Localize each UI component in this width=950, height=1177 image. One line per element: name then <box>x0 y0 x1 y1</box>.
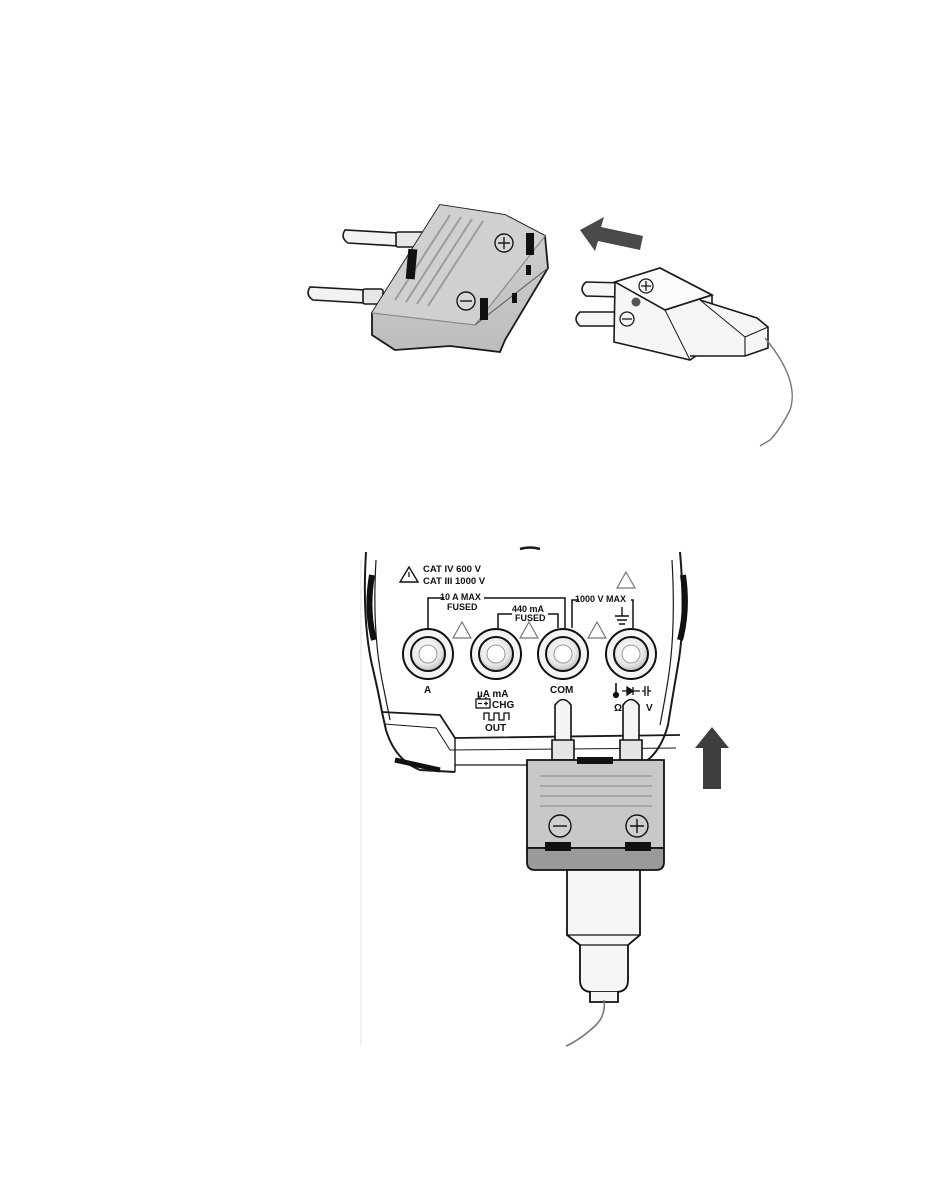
adapter-plus-icon <box>495 234 513 252</box>
thermocouple-adapter-front <box>527 757 664 870</box>
jack-a <box>403 629 453 679</box>
adapter-banana-pin-lower <box>308 287 383 304</box>
ground-icon <box>615 607 629 624</box>
top-figure <box>308 205 792 446</box>
bottom-figure: CAT IV 600 V CAT III 1000 V 10 A MAX FUS… <box>361 548 729 1047</box>
thermocouple-wire <box>760 338 792 446</box>
battery-icon <box>476 697 490 708</box>
plug-indicator-dot <box>632 298 641 307</box>
thermocouple-adapter <box>372 205 548 352</box>
jack-ma <box>471 629 521 679</box>
square-wave-icon <box>484 713 509 720</box>
jack-v <box>606 629 656 679</box>
adapter-slot <box>526 233 534 255</box>
jack-com <box>538 629 588 679</box>
ma-bracket-line2: FUSED <box>515 613 546 623</box>
arrow-left-icon <box>580 217 643 251</box>
v-bracket-label: 1000 V MAX <box>575 594 626 604</box>
adapter-minus-icon <box>457 292 475 310</box>
adapter-slot <box>545 842 571 851</box>
plug-minus-icon <box>620 312 634 326</box>
a-bracket-line2: FUSED <box>447 602 478 612</box>
adapter-slot <box>526 265 531 275</box>
terminal-com-label: COM <box>550 685 573 696</box>
terminal-ma-label-line3: OUT <box>485 723 506 734</box>
adapter-slot <box>480 298 488 320</box>
thermocouple-wire <box>566 1000 604 1046</box>
rating-line1: CAT IV 600 V <box>423 564 482 575</box>
adapter-slot <box>625 842 651 851</box>
capacitor-icon <box>642 686 651 696</box>
terminal-v-label-ohm: Ω <box>614 703 622 714</box>
temperature-icon <box>614 683 619 697</box>
thermocouple-plug <box>576 268 768 360</box>
thermocouple-plug-inserted <box>567 870 640 1002</box>
a-bracket-line1: 10 A MAX <box>440 592 481 602</box>
warning-icon <box>400 567 418 582</box>
inserted-pin-v <box>620 700 642 761</box>
terminal-ma-label-line2: CHG <box>492 700 514 711</box>
plug-plus-icon <box>639 279 653 293</box>
adapter-plus-icon <box>626 815 648 837</box>
adapter-banana-pin-upper <box>343 230 424 247</box>
adapter-minus-icon <box>549 815 571 837</box>
diode-icon <box>622 687 640 695</box>
terminal-v-label-mv-fragment: V <box>646 703 653 714</box>
adapter-slot <box>577 757 613 764</box>
arrow-up-icon <box>695 727 729 789</box>
terminal-a-label: A <box>424 685 431 696</box>
terminal-ma-label-line1: µA mA <box>477 689 509 700</box>
rating-line2: CAT III 1000 V <box>423 576 486 587</box>
adapter-slot <box>512 293 517 303</box>
inserted-pin-com <box>552 700 574 761</box>
